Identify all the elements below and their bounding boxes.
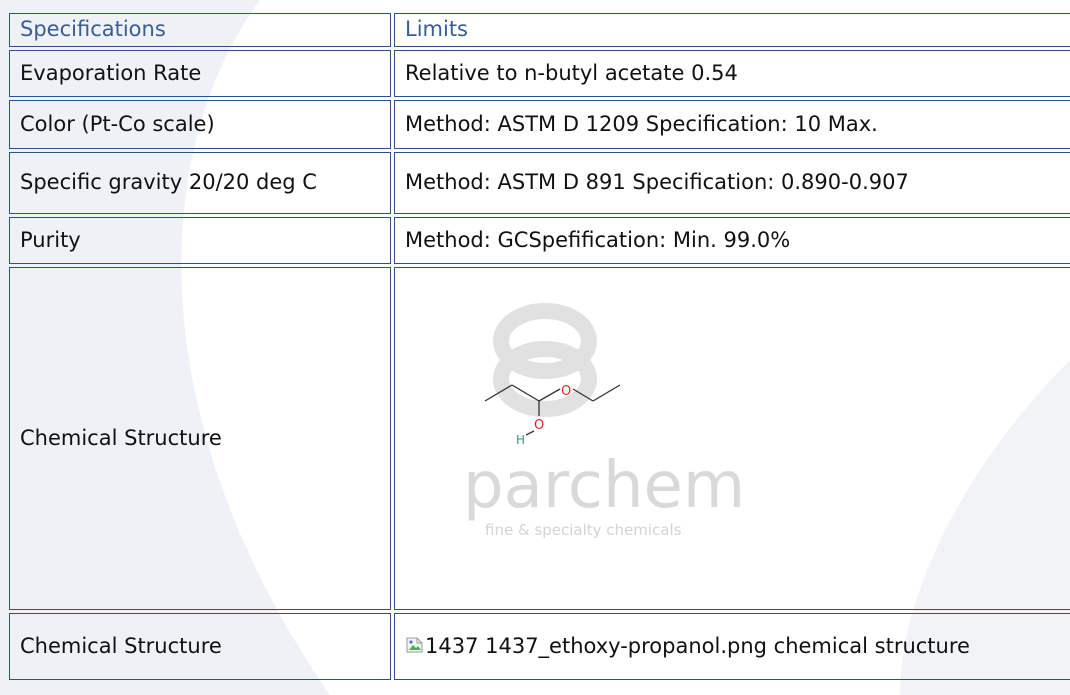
alt-text: 1437 1437_ethoxy-propanol.png chemical s… [425,633,970,658]
spec-cell: Evaporation Rate [9,50,391,97]
limit-cell: Method: ASTM D 1209 Specification: 10 Ma… [394,100,1070,149]
spec-cell: Specific gravity 20/20 deg C [9,152,391,214]
oxygen-atom-label: O [561,384,571,399]
watermark-brand: parchem [463,449,745,523]
header-limits: Limits [394,13,1070,47]
molecule-bonds [484,384,621,436]
chemical-structure-diagram: parchem fine & specialty chemicals O O [463,303,745,539]
spec-cell: Color (Pt-Co scale) [9,100,391,149]
hydroxyl-oxygen-label: O [534,418,544,433]
structure-image-cell: parchem fine & specialty chemicals O O [394,267,1070,610]
table-row: Chemical Structure parchem fine & specia… [9,267,1070,610]
table-row: Color (Pt-Co scale) Method: ASTM D 1209 … [9,100,1070,149]
limit-cell: Method: GCSpefification: Min. 99.0% [394,217,1070,264]
spec-cell: Purity [9,217,391,264]
spec-cell: Chemical Structure [9,267,391,610]
table-row: Specific gravity 20/20 deg C Method: AST… [9,152,1070,214]
limit-cell: Method: ASTM D 891 Specification: 0.890-… [394,152,1070,214]
broken-image-icon [406,637,423,652]
watermark-tagline: fine & specialty chemicals [485,521,682,539]
limit-cell: 1437 1437_ethoxy-propanol.png chemical s… [394,613,1070,680]
watermark-logo [493,303,597,417]
limit-cell: Relative to n-butyl acetate 0.54 [394,50,1070,97]
specifications-table: Specifications Limits Evaporation Rate R… [6,10,1070,683]
table-row: Purity Method: GCSpefification: Min. 99.… [9,217,1070,264]
spec-cell: Chemical Structure [9,613,391,680]
hydrogen-atom-label: H [516,433,525,447]
header-specifications: Specifications [9,13,391,47]
structure-image: parchem fine & specialty chemicals O O [395,271,1070,606]
table-row: Evaporation Rate Relative to n-butyl ace… [9,50,1070,97]
table-row: Chemical Structure 1437 1437_ethoxy-prop… [9,613,1070,680]
table-header-row: Specifications Limits [9,13,1070,47]
